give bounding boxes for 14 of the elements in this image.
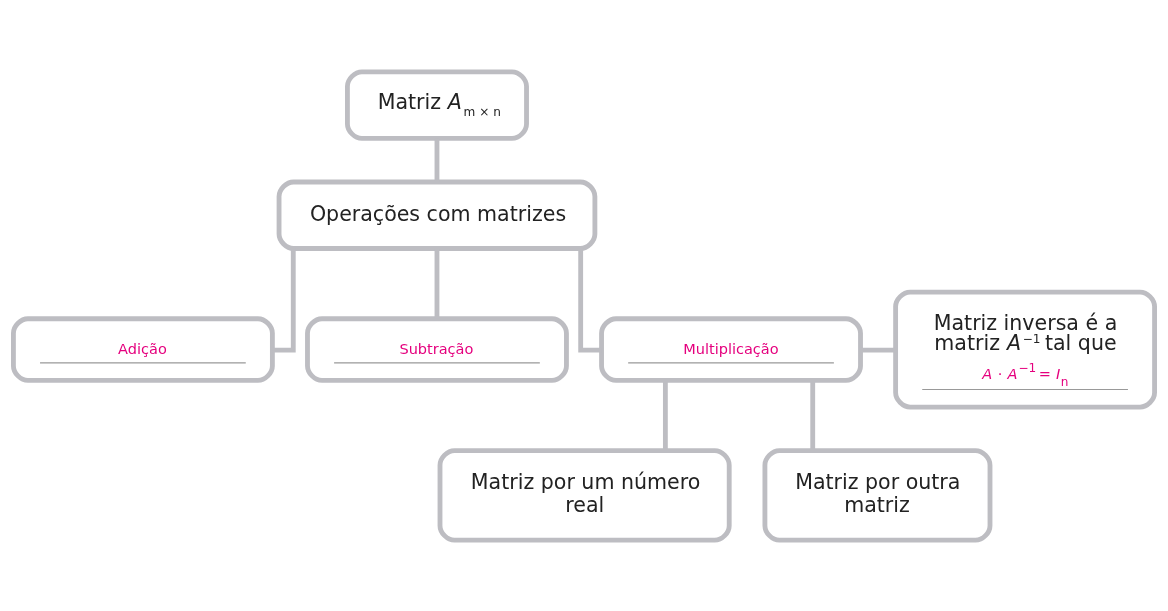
connector — [434, 138, 440, 182]
connector — [434, 248, 440, 318]
node-box: Matriz A$_{m × n}$ — [345, 68, 529, 141]
connector — [272, 248, 296, 353]
node-box: Operações com matrizes — [276, 179, 598, 251]
connector — [578, 248, 602, 353]
node-box: Adição — [11, 315, 275, 383]
connector — [662, 380, 668, 450]
node-box: Matriz por outra matriz — [762, 447, 993, 543]
node-box: Multiplicação — [599, 315, 863, 383]
connector — [860, 347, 896, 353]
connector — [810, 380, 816, 450]
node-box: Matriz por um número real — [437, 447, 732, 543]
node-box: Subtração — [305, 315, 569, 383]
